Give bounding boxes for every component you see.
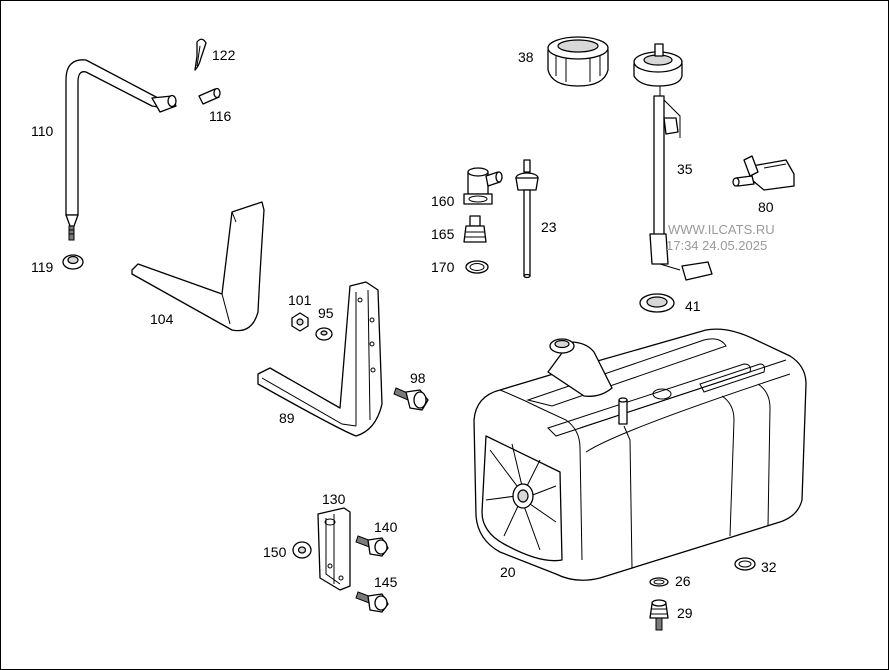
callout-26[interactable]: 26	[675, 573, 691, 589]
part-101-nut[interactable]	[291, 312, 309, 332]
part-160-vent-valve[interactable]	[463, 167, 503, 205]
callout-23[interactable]: 23	[541, 219, 557, 235]
part-35-fuel-level-sender[interactable]	[633, 43, 713, 281]
callout-101[interactable]: 101	[288, 292, 312, 308]
part-119-collar-nut[interactable]	[62, 254, 84, 270]
callout-35[interactable]: 35	[677, 161, 693, 177]
part-80-connector[interactable]	[732, 155, 795, 191]
part-32-sealing-ring[interactable]	[734, 557, 756, 571]
callout-20[interactable]: 20	[500, 564, 516, 580]
part-38-locking-ring[interactable]	[547, 36, 609, 87]
callout-116[interactable]: 116	[209, 108, 232, 124]
callout-29[interactable]: 29	[677, 605, 693, 621]
callout-170[interactable]: 170	[431, 259, 455, 275]
part-140-bolt[interactable]	[355, 535, 389, 557]
callout-119[interactable]: 119	[31, 259, 54, 275]
part-170-sealing-ring[interactable]	[465, 260, 489, 274]
part-26-sealing-ring[interactable]	[649, 577, 669, 587]
callout-104[interactable]: 104	[150, 311, 174, 327]
watermark-site: WWW.ILCATS.RU	[668, 222, 775, 237]
watermark-timestamp: 17:34 24.05.2025	[666, 238, 768, 253]
callout-165[interactable]: 165	[431, 226, 455, 242]
part-23-suction-pipe[interactable]	[515, 159, 539, 279]
part-104-rubber-strip[interactable]	[131, 201, 265, 332]
part-130-bracket[interactable]	[317, 507, 351, 591]
callout-95[interactable]: 95	[318, 305, 334, 321]
callout-41[interactable]: 41	[685, 298, 701, 314]
part-122-cotter-pin[interactable]	[194, 38, 207, 71]
callout-160[interactable]: 160	[431, 193, 455, 209]
callout-32[interactable]: 32	[761, 559, 777, 575]
part-145-bolt[interactable]	[355, 591, 389, 613]
callout-89[interactable]: 89	[279, 410, 295, 426]
callout-38[interactable]: 38	[518, 49, 534, 65]
callout-145[interactable]: 145	[374, 574, 398, 590]
part-110-tension-strap[interactable]	[65, 59, 177, 241]
part-95-washer[interactable]	[315, 327, 333, 341]
part-29-drain-plug[interactable]	[649, 599, 669, 631]
callout-150[interactable]: 150	[263, 544, 287, 560]
part-20-fuel-tank[interactable]	[473, 328, 807, 581]
callout-130[interactable]: 130	[322, 491, 346, 507]
callout-140[interactable]: 140	[374, 519, 398, 535]
part-116-sleeve[interactable]	[198, 87, 221, 105]
callout-122[interactable]: 122	[212, 47, 236, 63]
part-98-bolt[interactable]	[393, 387, 429, 411]
part-41-seal[interactable]	[639, 293, 675, 313]
callout-110[interactable]: 110	[31, 123, 54, 139]
callout-98[interactable]: 98	[410, 370, 426, 386]
part-150-washer[interactable]	[292, 541, 312, 559]
callout-80[interactable]: 80	[758, 199, 774, 215]
part-165-fitting[interactable]	[463, 215, 487, 243]
part-89-tank-bracket[interactable]	[257, 281, 383, 437]
